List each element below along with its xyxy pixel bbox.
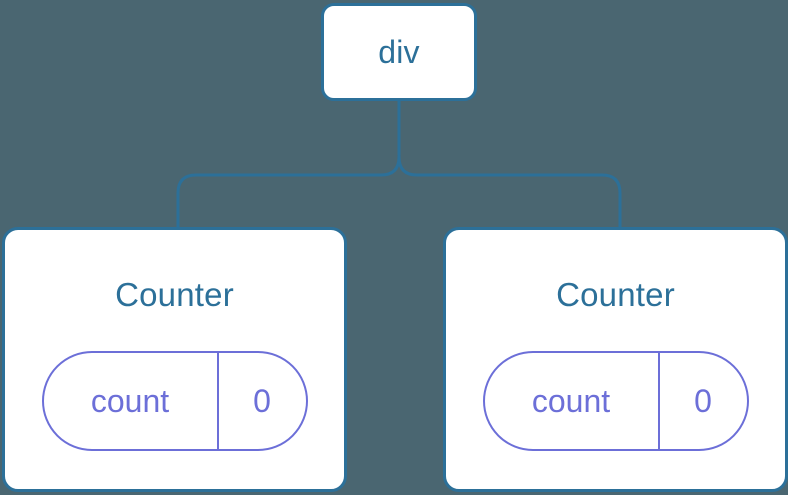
state-pill-right[interactable]: count 0: [482, 351, 749, 451]
state-key-left: count: [44, 353, 219, 449]
node-counter-left[interactable]: Counter count 0: [2, 227, 347, 492]
node-div-label: div: [378, 34, 420, 70]
state-key-right: count: [485, 353, 660, 449]
connector-branch-right: [397, 155, 622, 229]
state-value-left: 0: [253, 383, 271, 419]
node-div[interactable]: div: [321, 3, 477, 101]
node-counter-left-label: Counter: [115, 276, 234, 313]
node-counter-right-label: Counter: [556, 276, 675, 313]
state-pill-left[interactable]: count 0: [41, 351, 308, 451]
connector-branch-left: [176, 155, 401, 229]
node-counter-right[interactable]: Counter count 0: [443, 227, 788, 492]
state-value-right: 0: [694, 383, 712, 419]
